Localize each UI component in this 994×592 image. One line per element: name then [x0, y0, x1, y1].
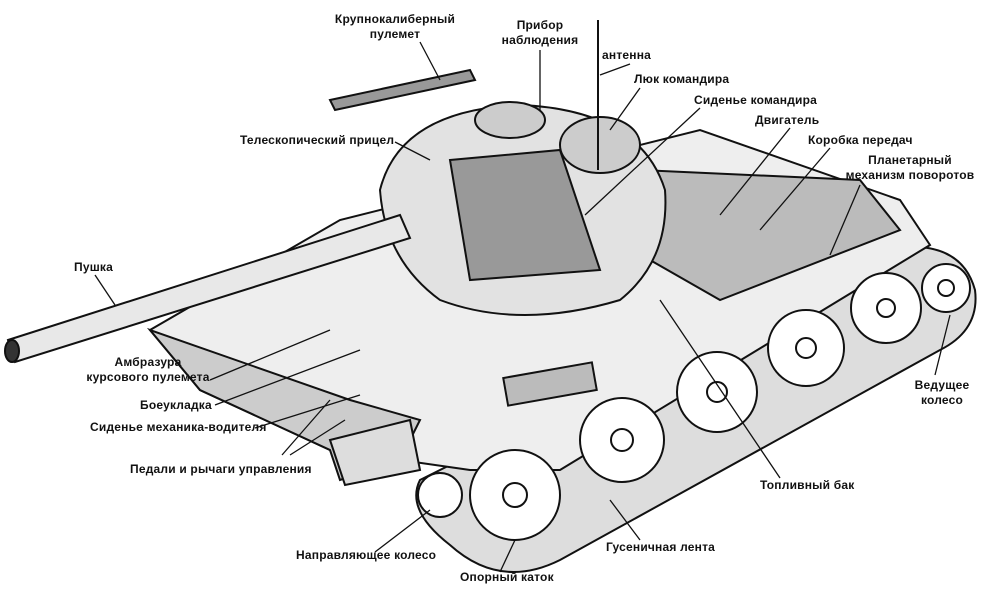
label-road-wheel: Опорный каток [460, 570, 554, 584]
label-planetary-mechanism: Планетарный механизм поворотов [846, 153, 975, 183]
commander-cupola [559, 116, 641, 174]
label-line: колесо [920, 393, 964, 407]
label-line: Планетарный [868, 153, 952, 167]
label-controls: Педали и рычаги управления [130, 462, 312, 476]
label-line: Крупнокалиберный [334, 12, 456, 26]
label-gun: Пушка [74, 260, 113, 274]
idler-wheel [417, 472, 463, 518]
label-line: Ведущее [914, 378, 970, 392]
label-line: пулемет [369, 27, 421, 41]
label-engine: Двигатель [755, 113, 820, 127]
label-bow-mg-port: Амбразура курсового пулемета [86, 355, 209, 385]
label-line: наблюдения [501, 33, 579, 47]
label-antenna: антенна [602, 48, 652, 62]
label-fuel-tank: Топливный бак [760, 478, 855, 492]
label-line: Амбразура [114, 355, 182, 369]
label-observation-device: Прибор наблюдения [502, 18, 579, 48]
label-gearbox: Коробка передач [808, 133, 913, 147]
road-wheels [417, 263, 971, 541]
label-line: механизм поворотов [845, 168, 975, 182]
label-line: Прибор [516, 18, 564, 32]
leader-lines [94, 41, 951, 573]
label-line: курсового пулемета [86, 370, 210, 384]
label-driver-seat: Сиденье механика-водителя [90, 420, 267, 434]
label-telescopic-sight: Телескопический прицел [240, 133, 395, 147]
label-ammo-stowage: Боеукладка [140, 398, 212, 412]
label-heavy-machine-gun: Крупнокалиберный пулемет [335, 12, 455, 42]
label-idler-wheel: Направляющее колесо [296, 548, 437, 562]
label-track: Гусеничная лента [606, 540, 716, 554]
label-commander-hatch: Люк командира [634, 72, 730, 86]
label-drive-wheel: Ведущее колесо [915, 378, 970, 408]
label-commander-seat: Сиденье командира [694, 93, 818, 107]
